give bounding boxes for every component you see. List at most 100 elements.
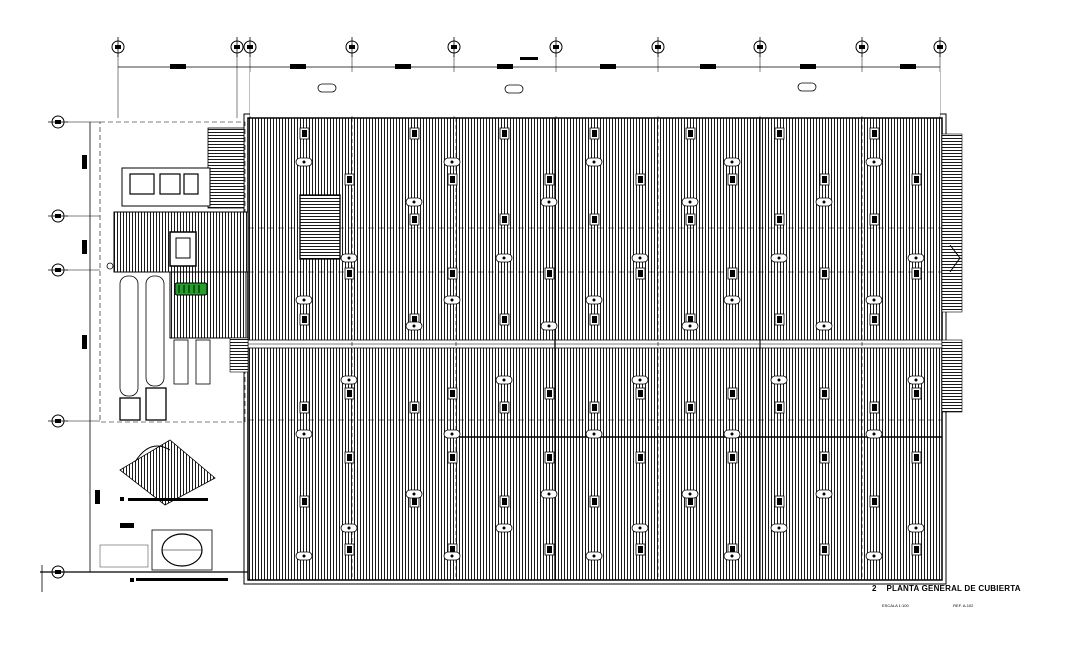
top-axis-markers	[111, 37, 947, 118]
axis-bubble-top	[933, 37, 947, 57]
skylight	[299, 127, 310, 140]
skylight	[344, 543, 355, 556]
skylight	[499, 495, 510, 508]
right-side-strips	[941, 133, 963, 413]
skylight	[447, 267, 458, 280]
roof-vent	[631, 253, 649, 263]
axis-bubble-left	[48, 209, 68, 223]
skylight	[344, 267, 355, 280]
top-dimension-line	[118, 57, 940, 69]
roof-vent	[443, 157, 461, 167]
roof-vent	[340, 253, 358, 263]
skylight	[819, 543, 830, 556]
skylight	[774, 127, 785, 140]
skylight	[544, 173, 555, 186]
axis-bubble-top	[855, 37, 869, 57]
roof-vent	[815, 489, 833, 499]
skylight	[447, 173, 458, 186]
skylight	[544, 543, 555, 556]
skylight	[299, 313, 310, 326]
axis-bubble-top	[111, 37, 125, 57]
skylight	[685, 401, 696, 414]
skylight	[589, 495, 600, 508]
skylight	[869, 401, 880, 414]
roof-vent	[405, 489, 423, 499]
roof-vent	[723, 157, 741, 167]
skylight	[869, 213, 880, 226]
skylight	[499, 127, 510, 140]
skylight	[869, 495, 880, 508]
base-line	[40, 565, 248, 592]
drawing-number: 2	[872, 584, 877, 593]
roof-vent	[815, 197, 833, 207]
skylight	[589, 213, 600, 226]
drawing-title-block: 2 PLANTA GENERAL DE CUBIERTA ESCALA 1:10…	[872, 578, 1067, 612]
roof-vent	[585, 429, 603, 439]
roof-vent	[585, 295, 603, 305]
roof-vent	[295, 429, 313, 439]
skylight	[344, 451, 355, 464]
axis-bubble-top	[651, 37, 665, 57]
axis-bubble-top	[447, 37, 461, 57]
axis-bubble-top	[345, 37, 359, 57]
axis-bubble-left	[48, 414, 68, 428]
roof-vent	[443, 295, 461, 305]
roof-vent	[815, 321, 833, 331]
skylight	[544, 451, 555, 464]
skylight	[344, 387, 355, 400]
skylight	[911, 173, 922, 186]
roof-vent	[295, 157, 313, 167]
roof-vent	[770, 375, 788, 385]
roof-vent	[907, 523, 925, 533]
skylight	[409, 127, 420, 140]
roof-vent	[723, 295, 741, 305]
roof-vent	[723, 551, 741, 561]
roof-vent	[723, 429, 741, 439]
roof-vent	[865, 295, 883, 305]
skylight	[635, 387, 646, 400]
drawing-scale: ESCALA 1:100	[882, 603, 909, 608]
roof-vent	[443, 429, 461, 439]
skylight	[727, 451, 738, 464]
skylight	[635, 173, 646, 186]
roof-vent	[340, 375, 358, 385]
skylight	[299, 401, 310, 414]
left-annex	[99, 121, 341, 423]
axis-bubble-top	[753, 37, 767, 57]
skylight	[499, 213, 510, 226]
skylight	[685, 127, 696, 140]
roof-vent	[405, 197, 423, 207]
skylight	[727, 173, 738, 186]
roof-vent	[585, 157, 603, 167]
skylight	[685, 213, 696, 226]
left-axis-markers	[48, 115, 100, 579]
roof-vent	[295, 551, 313, 561]
roof-vent	[865, 551, 883, 561]
roof-vent	[681, 197, 699, 207]
skylight	[774, 495, 785, 508]
skylight	[544, 387, 555, 400]
roof-vent	[340, 523, 358, 533]
roof-vent	[540, 489, 558, 499]
skylight	[344, 173, 355, 186]
skylight	[869, 313, 880, 326]
axis-bubble-top	[230, 37, 244, 57]
roof-vent	[631, 523, 649, 533]
roof-vent	[770, 253, 788, 263]
roof-vent	[865, 429, 883, 439]
skylight	[819, 387, 830, 400]
skylight	[727, 387, 738, 400]
roof-vent	[585, 551, 603, 561]
skylight	[409, 401, 420, 414]
axis-bubble-left	[48, 115, 68, 129]
top-section-strip	[250, 72, 940, 116]
skylight	[589, 313, 600, 326]
skylight	[911, 267, 922, 280]
roof-vent	[495, 253, 513, 263]
roof-vent	[540, 321, 558, 331]
roof-vent	[295, 295, 313, 305]
roof-vent	[540, 197, 558, 207]
left-dimension-line	[82, 122, 100, 572]
axis-bubble-top	[549, 37, 563, 57]
